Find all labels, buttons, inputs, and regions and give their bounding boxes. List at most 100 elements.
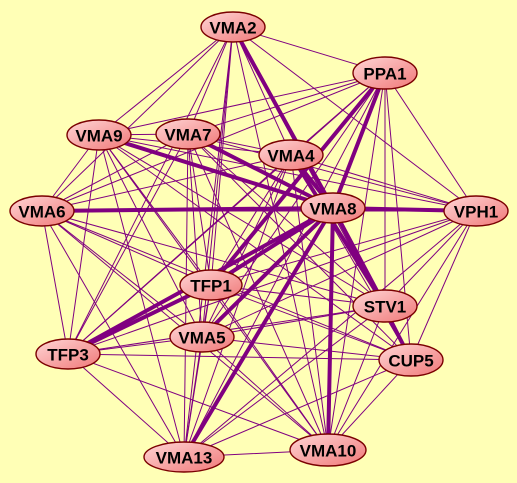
node-vma13[interactable]: VMA13 (143, 441, 225, 473)
node-label: PPA1 (363, 65, 406, 84)
node-shape[interactable] (155, 118, 221, 150)
edge-vma4-tfp1 (210, 154, 292, 286)
node-label: VMA10 (300, 442, 357, 461)
node-label: VMA13 (156, 449, 213, 468)
edge-vma8-vma13 (182, 206, 335, 459)
edge-stv1-vma10 (327, 305, 386, 451)
node-shape[interactable] (352, 289, 418, 323)
node-label: VPH1 (454, 203, 498, 222)
edge-vma9-vma5 (98, 134, 203, 338)
edge-vma6-stv1 (41, 210, 386, 307)
node-shape[interactable] (143, 441, 225, 473)
edge-vph1-cup5 (410, 210, 477, 361)
node-vma9[interactable]: VMA9 (66, 119, 132, 151)
edge-vma2-vma4 (232, 26, 292, 156)
edge-tfp3-cup5 (67, 353, 412, 361)
edge-tfp3-vma13 (67, 353, 185, 458)
node-label: VMA7 (164, 126, 211, 145)
edge-vma7-tfp1 (187, 133, 212, 286)
node-vma8[interactable]: VMA8 (300, 192, 366, 224)
node-tfp3[interactable]: TFP3 (35, 338, 101, 370)
node-vma5[interactable]: VMA5 (169, 321, 235, 353)
node-ppa1[interactable]: PPA1 (352, 56, 418, 90)
node-shape[interactable] (352, 56, 418, 90)
edge-vma2-tfp1 (210, 26, 234, 286)
edge-vma2-vma13 (183, 26, 234, 458)
edge-vma6-tfp3 (41, 210, 69, 355)
edge-vma4-vma5 (201, 154, 292, 338)
edge-vma8-vma5 (200, 206, 335, 339)
node-shape[interactable] (300, 192, 366, 224)
node-shape[interactable] (169, 321, 235, 353)
edge-vma7-vma10 (187, 133, 329, 451)
edge-vma4-vma13 (183, 154, 292, 458)
node-label: VMA8 (309, 200, 356, 219)
edge-vma5-cup5 (201, 336, 412, 361)
edge-vma7-vma5 (187, 133, 203, 338)
edge-vma9-vma13 (98, 134, 185, 458)
node-vph1[interactable]: VPH1 (443, 195, 509, 227)
node-shape[interactable] (179, 269, 243, 301)
edge-stv1-vma13 (183, 305, 386, 458)
node-label: VMA4 (267, 147, 315, 166)
edge-vph1-tfp1 (210, 210, 477, 286)
edge-tfp1-cup5 (210, 284, 412, 361)
node-shape[interactable] (378, 343, 444, 377)
node-shape[interactable] (66, 119, 132, 151)
edge-vma7-vma13 (183, 133, 189, 458)
edge-ppa1-vma13 (183, 72, 386, 458)
node-shape[interactable] (9, 195, 75, 227)
edge-vma2-vma10 (232, 26, 329, 451)
node-shape[interactable] (289, 433, 367, 467)
edge-tfp1-tfp3 (66, 283, 213, 356)
edge-vma6-tfp1 (41, 210, 212, 286)
edge-vma6-vma5 (41, 210, 203, 338)
edge-vph1-stv1 (384, 210, 477, 307)
edge-vma4-vma10 (290, 154, 329, 451)
node-label: VMA9 (75, 127, 122, 146)
node-label: VMA5 (178, 329, 225, 348)
edge-ppa1-vma10 (327, 72, 386, 451)
node-vma4[interactable]: VMA4 (258, 139, 324, 171)
edge-layer (40, 25, 478, 459)
node-stv1[interactable]: STV1 (352, 289, 418, 323)
edge-vph1-vma10 (327, 210, 477, 451)
edge-vma2-vma9 (98, 26, 234, 136)
node-label: VMA6 (18, 203, 65, 222)
edge-vma5-vma13 (183, 336, 203, 458)
edge-vma4-stv1 (289, 153, 387, 308)
node-vma6[interactable]: VMA6 (9, 195, 75, 227)
node-vma7[interactable]: VMA7 (155, 118, 221, 150)
node-vma10[interactable]: VMA10 (289, 433, 367, 467)
edge-vma9-stv1 (98, 134, 386, 307)
node-shape[interactable] (35, 338, 101, 370)
edge-vma9-cup5 (98, 134, 412, 361)
edge-vma7-vph1 (187, 133, 477, 212)
node-shape[interactable] (443, 195, 509, 227)
node-shape[interactable] (200, 11, 266, 43)
edge-vma2-vma6 (41, 26, 234, 212)
node-tfp1[interactable]: TFP1 (179, 269, 243, 301)
edge-vma2-tfp3 (67, 26, 234, 355)
node-shape[interactable] (258, 139, 324, 171)
node-label: STV1 (364, 298, 407, 317)
node-label: CUP5 (388, 352, 433, 371)
node-cup5[interactable]: CUP5 (378, 343, 444, 377)
edge-vma9-tfp3 (67, 134, 100, 355)
node-vma2[interactable]: VMA2 (200, 11, 266, 43)
edge-vma7-stv1 (187, 133, 386, 307)
edge-ppa1-vma9 (98, 72, 386, 136)
edge-vma7-cup5 (187, 133, 412, 361)
edge-ppa1-vma7 (187, 72, 386, 135)
edge-cup5-vma13 (183, 359, 412, 458)
edge-vma6-vma13 (41, 210, 185, 458)
node-label: TFP3 (47, 346, 89, 365)
edge-vph1-vma13 (183, 210, 477, 458)
edge-vma2-vma7 (187, 26, 234, 135)
edge-vma4-cup5 (290, 154, 412, 361)
edge-vma7-tfp3 (67, 133, 189, 355)
edge-vph1-vma5 (201, 210, 477, 338)
edge-vma4-vph1 (290, 154, 477, 212)
